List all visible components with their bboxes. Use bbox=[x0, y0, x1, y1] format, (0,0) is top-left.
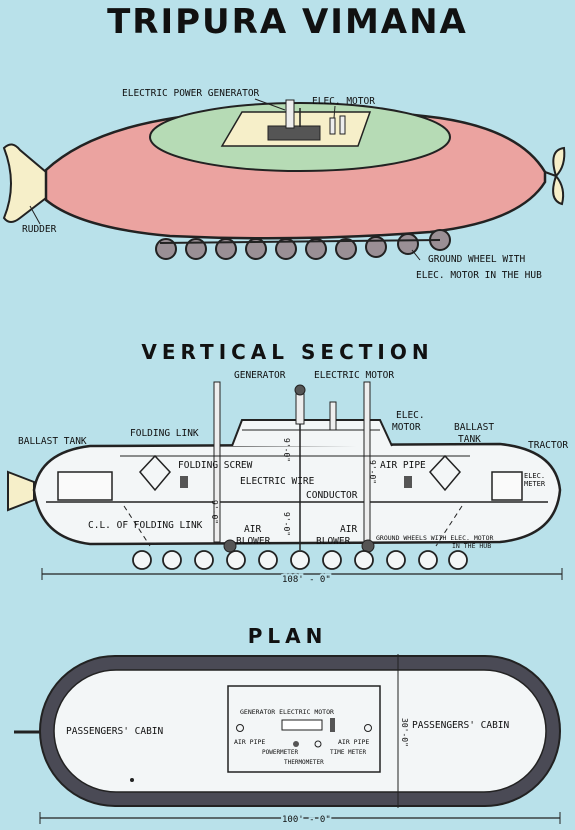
label-thermometer: THERMOMETER bbox=[284, 759, 324, 766]
label-elec-motor-1: ELEC. bbox=[396, 410, 425, 421]
label-powermeter: POWERMETER bbox=[262, 749, 299, 756]
label-time-meter: TIME METER bbox=[330, 749, 367, 756]
label-electric-power-generator: ELECTRIC POWER GENERATOR bbox=[122, 88, 260, 99]
generator-post bbox=[285, 99, 295, 129]
vertical-section-title: VERTICAL SECTION bbox=[141, 340, 434, 364]
label-air-blower-2b: BLOWER bbox=[316, 536, 351, 547]
label-air-blower-2a: AIR bbox=[340, 524, 357, 535]
upper-structure bbox=[231, 419, 393, 447]
section-tail-fin bbox=[7, 470, 35, 512]
plan-drawing: PASSENGERS' CABIN PASSENGERS' CABIN GENE… bbox=[14, 654, 561, 827]
label-tractor: TRACTOR bbox=[528, 440, 568, 451]
label-9ft-b: 9'-0" bbox=[368, 460, 377, 484]
label-rudder: RUDDER bbox=[22, 224, 57, 235]
label-ground-wheels-2: IN THE HUB bbox=[452, 542, 491, 550]
label-ground-wheels-1: GROUND WHEELS WITH ELEC. MOTOR bbox=[376, 534, 493, 542]
top-view-drawing: ELECTRIC POWER GENERATOR ELEC. MOTOR RUD… bbox=[2, 88, 566, 281]
section-hull bbox=[32, 442, 562, 546]
label-conductor: CONDUCTOR bbox=[306, 490, 358, 501]
label-elec-meter-2: METER bbox=[524, 480, 546, 488]
label-section-length: 108' - 0" bbox=[282, 575, 331, 585]
label-ground-wheel-2: ELEC. MOTOR IN THE HUB bbox=[416, 270, 542, 281]
ground-wheels-row bbox=[155, 229, 451, 260]
ballast-tank-left bbox=[57, 471, 113, 501]
motor-post-2 bbox=[339, 115, 346, 135]
label-generator-electric-motor: GENERATOR ELECTRIC MOTOR bbox=[240, 708, 334, 716]
ballast-tank-right bbox=[491, 471, 523, 501]
label-ballast-tank-right-2: TANK bbox=[458, 434, 481, 445]
main-title: TRIPURA VIMANA bbox=[107, 2, 468, 42]
label-9ft-d: 9'-0" bbox=[210, 500, 219, 524]
label-ballast-tank-left: BALLAST TANK bbox=[18, 436, 87, 447]
motor-post-1 bbox=[329, 117, 336, 135]
section-wheels-row bbox=[132, 550, 468, 570]
label-generator: GENERATOR bbox=[234, 370, 286, 381]
label-cl-folding-link: C.L. OF FOLDING LINK bbox=[88, 520, 203, 531]
label-9ft-c: 9'-0" bbox=[282, 512, 291, 536]
label-cabin-right: PASSENGERS' CABIN bbox=[412, 720, 510, 731]
label-air-blower-1a: AIR bbox=[244, 524, 261, 535]
label-plan-width: 30'-0" bbox=[400, 718, 409, 747]
label-elec-meter-1: ELEC. bbox=[524, 472, 545, 480]
label-ground-wheel-1: GROUND WHEEL WITH bbox=[428, 254, 526, 265]
rudder-fin bbox=[2, 143, 47, 223]
vertical-section-drawing: GENERATOR ELECTRIC MOTOR FOLDING LINK BA… bbox=[7, 370, 568, 587]
label-electric-motor: ELECTRIC MOTOR bbox=[314, 370, 394, 381]
label-air-pipe-left: AIR PIPE bbox=[234, 738, 265, 746]
propeller bbox=[544, 146, 566, 206]
label-folding-screw: FOLDING SCREW bbox=[178, 460, 253, 471]
label-ballast-tank-right-1: BALLAST bbox=[454, 422, 494, 433]
label-cabin-left: PASSENGERS' CABIN bbox=[66, 726, 164, 737]
label-plan-length: 100' - 0" bbox=[282, 815, 331, 825]
label-air-pipe: AIR PIPE bbox=[380, 460, 426, 471]
label-folding-link: FOLDING LINK bbox=[130, 428, 199, 439]
plan-title: PLAN bbox=[247, 624, 328, 648]
label-electric-wire: ELECTRIC WIRE bbox=[240, 476, 315, 487]
label-9ft-a: 9'-0" bbox=[282, 438, 291, 462]
label-elec-motor-2: MOTOR bbox=[392, 422, 421, 433]
label-elec-motor-top: ELEC. MOTOR bbox=[312, 96, 375, 107]
label-air-blower-1b: BLOWER bbox=[236, 536, 271, 547]
label-air-pipe-right: AIR PIPE bbox=[338, 738, 369, 746]
